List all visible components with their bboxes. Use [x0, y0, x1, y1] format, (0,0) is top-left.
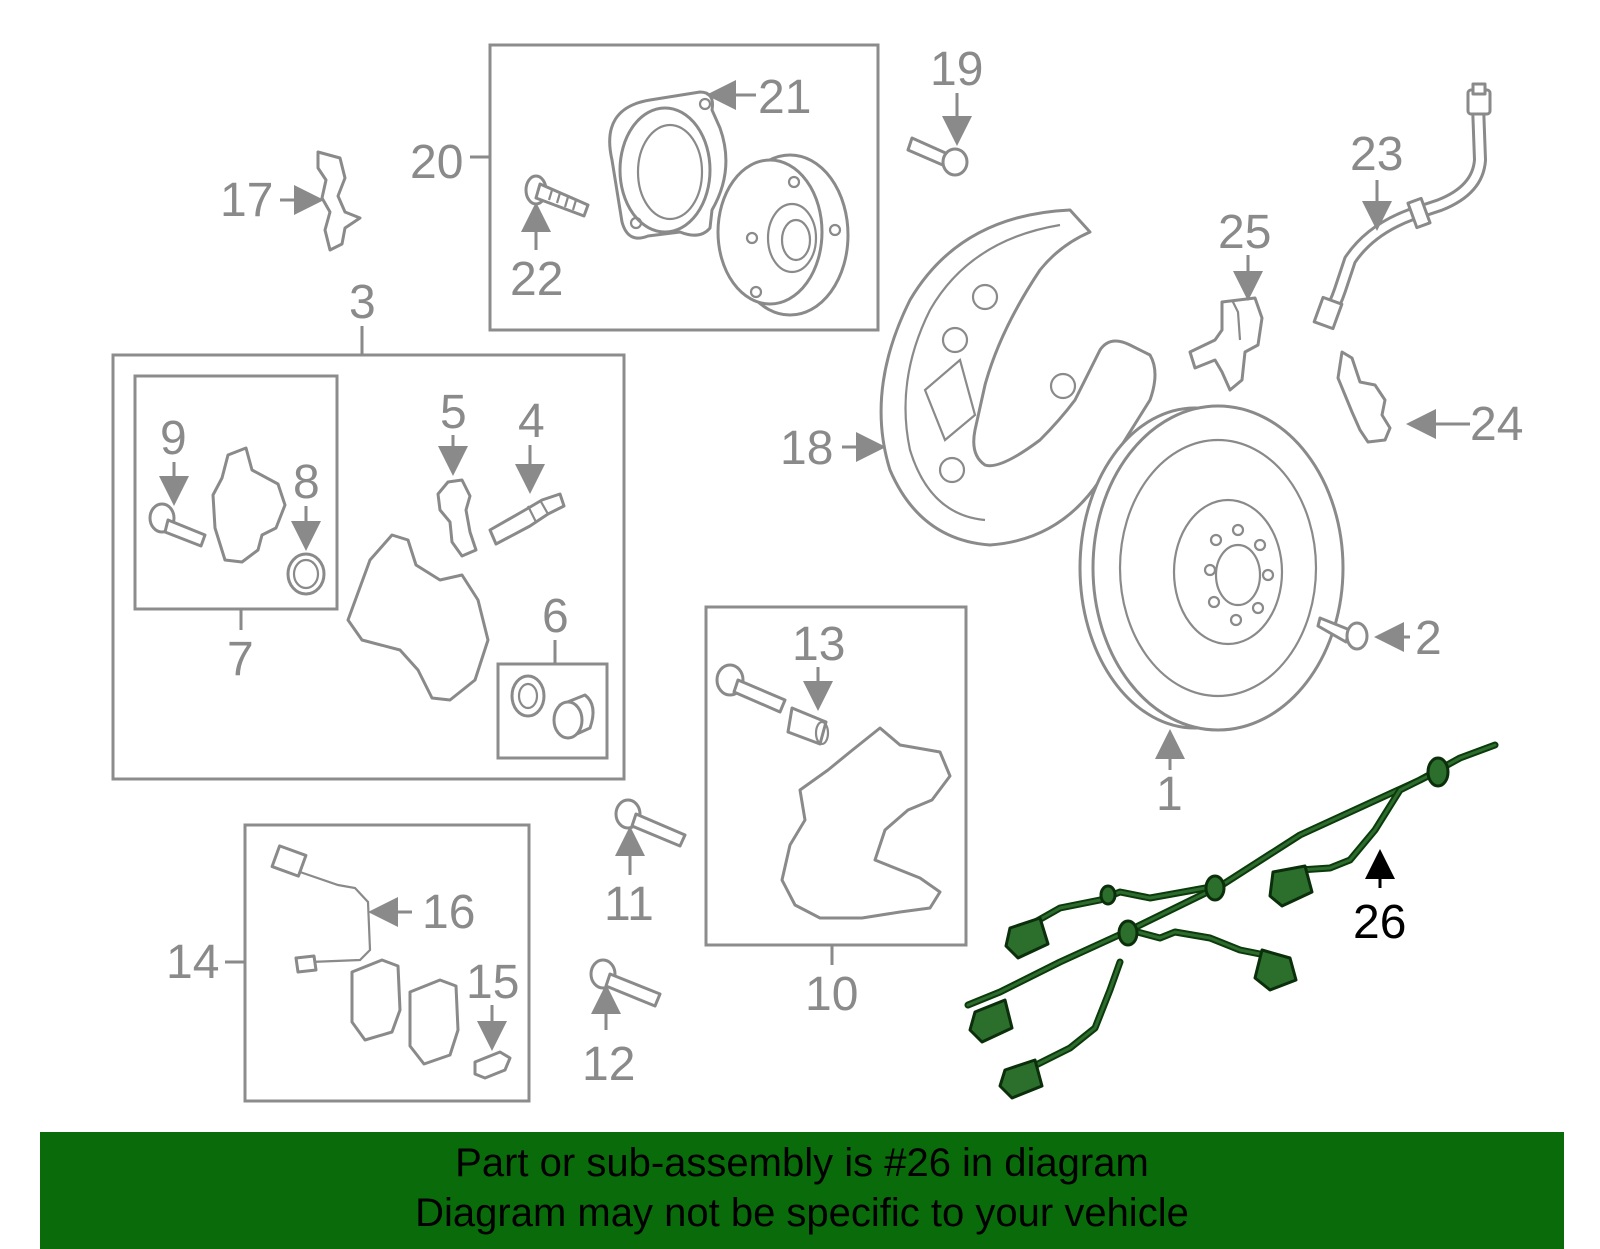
callout-18: 18	[780, 422, 833, 475]
callout-24: 24	[1470, 398, 1523, 451]
banner-line-2: Diagram may not be specific to your vehi…	[415, 1191, 1189, 1235]
callout-12: 12	[582, 1038, 635, 1091]
group-box-6	[496, 662, 609, 760]
callout-26: 26	[1353, 896, 1406, 949]
callout-13: 13	[792, 618, 845, 671]
callout-2: 2	[1415, 612, 1442, 665]
hub-bearing-21	[608, 90, 728, 240]
callout-21: 21	[758, 71, 811, 124]
bolt-11	[614, 798, 687, 848]
splash-shield-18	[879, 208, 1157, 547]
callout-7: 7	[227, 633, 254, 686]
bolt-22	[524, 174, 590, 218]
screw-2	[1316, 616, 1369, 651]
caliper-bracket	[780, 726, 952, 920]
callout-16: 16	[422, 886, 475, 939]
wheel-hub	[716, 153, 850, 317]
callout-11: 11	[604, 878, 654, 931]
callout-15: 15	[466, 956, 519, 1009]
callout-6: 6	[542, 590, 569, 643]
piston-seals-6	[510, 674, 595, 740]
callout-3: 3	[349, 276, 376, 329]
callout-5: 5	[440, 386, 467, 439]
bleeder-5	[436, 478, 478, 558]
group-box-3	[111, 353, 626, 781]
callout-1: 1	[1156, 768, 1183, 821]
wear-sensor-16	[270, 844, 372, 974]
group-box-10	[704, 605, 968, 947]
brake-pads	[350, 958, 512, 1080]
callout-10: 10	[805, 968, 858, 1021]
callout-9: 9	[160, 412, 187, 465]
callout-19: 19	[930, 43, 983, 96]
callout-4: 4	[518, 395, 545, 448]
brake-hose-23	[1312, 82, 1492, 331]
bolt-13	[715, 663, 830, 746]
bolt-19	[906, 136, 969, 177]
banner-line-1: Part or sub-assembly is #26 in diagram	[455, 1141, 1149, 1185]
group-box-7	[133, 374, 339, 611]
callout-22: 22	[510, 253, 563, 306]
bolt-9	[148, 502, 207, 548]
bracket-24	[1336, 350, 1392, 444]
bolt-12	[589, 958, 662, 1008]
group-box-20	[488, 43, 880, 332]
caliper-housing	[346, 533, 490, 702]
callout-14: 14	[166, 936, 219, 989]
sensor-harness-26	[964, 741, 1499, 1100]
callout-17: 17	[220, 174, 273, 227]
notice-banner: Part or sub-assembly is #26 in diagram D…	[40, 1132, 1564, 1249]
seal-ring-8	[286, 552, 326, 596]
brake-rotor-1	[1078, 404, 1345, 732]
callout-20: 20	[410, 136, 463, 189]
callout-23: 23	[1350, 128, 1403, 181]
bracket-17	[316, 150, 362, 252]
guide-pin-4	[488, 492, 566, 546]
callout-25: 25	[1218, 206, 1271, 259]
sensor-25	[1188, 296, 1264, 392]
callout-8: 8	[293, 456, 320, 509]
caliper-body	[211, 446, 287, 564]
